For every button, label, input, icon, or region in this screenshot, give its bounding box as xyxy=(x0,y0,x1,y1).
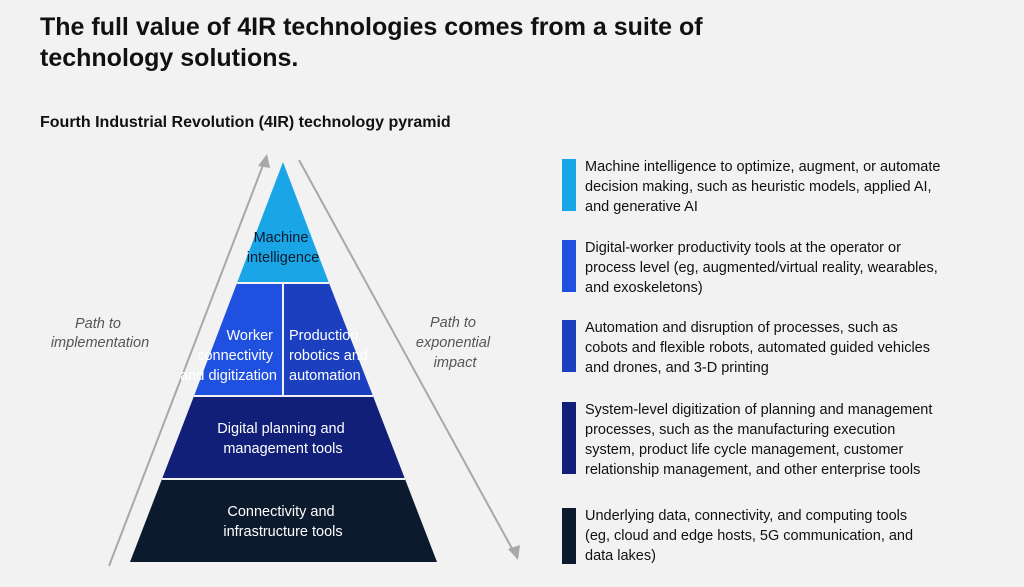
legend-swatch xyxy=(562,508,576,564)
legend-swatch xyxy=(562,320,576,372)
legend-swatch xyxy=(562,159,576,211)
legend-description: Automation and disruption of processes, … xyxy=(585,320,930,376)
tier-machine-intelligence xyxy=(237,162,329,283)
legend-description: System-level digitization of planning an… xyxy=(585,402,933,478)
tier-label-worker-connectivity: Worker connectivity and digitization xyxy=(180,328,277,384)
right-arrow-label: Path to exponential impact xyxy=(416,315,494,371)
legend-description: Underlying data, connectivity, and compu… xyxy=(585,508,914,564)
page-title: The full value of 4IR technologies comes… xyxy=(40,13,703,72)
legend-swatch xyxy=(562,402,576,474)
tier-production-robotics xyxy=(283,283,373,396)
tier-label-connectivity-infrastructure: Connectivity and infrastructure tools xyxy=(223,504,342,540)
left-arrow-label: Path to implementation xyxy=(51,316,149,351)
pyramid-diagram: Path to implementation Path to exponenti… xyxy=(51,154,520,567)
pyramid-subtitle: Fourth Industrial Revolution (4IR) techn… xyxy=(40,114,451,131)
legend-swatch xyxy=(562,240,576,292)
tier-worker-connectivity xyxy=(194,283,283,396)
legend-description: Digital-worker productivity tools at the… xyxy=(585,240,938,296)
impact-arrowhead xyxy=(508,545,520,560)
tier-connectivity-infrastructure xyxy=(130,479,437,562)
tier-label-production-robotics: Production robotics and automation xyxy=(289,328,372,384)
tier-label-machine-intelligence: Machine intelligence xyxy=(247,230,320,266)
legend-description: Machine intelligence to optimize, augmen… xyxy=(585,159,941,215)
impact-arrow xyxy=(298,159,516,555)
implementation-arrowhead xyxy=(258,154,270,168)
implementation-arrow xyxy=(108,159,266,567)
tier-label-digital-planning: Digital planning and management tools xyxy=(217,421,348,457)
tier-digital-planning xyxy=(162,396,405,479)
